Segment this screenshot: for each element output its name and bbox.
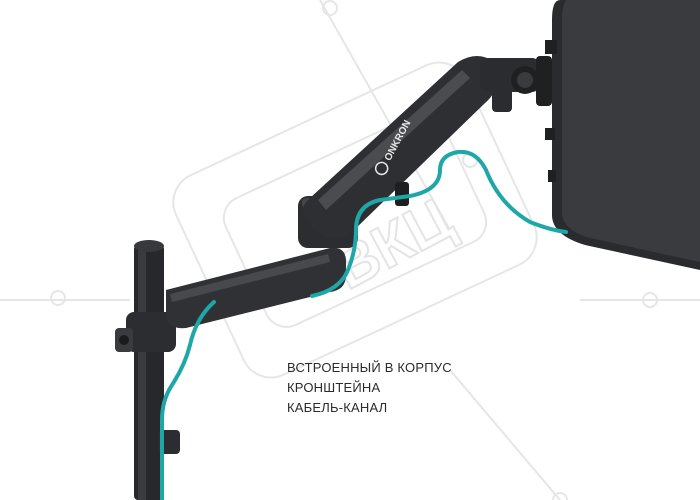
gas-spring-arm (302, 56, 498, 240)
monitor (545, 0, 700, 270)
caption-line-1: ВСТРОЕННЫЙ В КОРПУС (287, 360, 452, 375)
caption-line-3: КАБЕЛЬ-КАНАЛ (287, 400, 388, 415)
vesa-head (480, 56, 552, 112)
pole (134, 240, 164, 500)
caption-line-2: КРОНШТЕЙНА (287, 380, 381, 395)
caption: ВСТРОЕННЫЙ В КОРПУС КРОНШТЕЙНА КАБЕЛЬ-КА… (287, 358, 487, 418)
cable (160, 149, 568, 500)
lower-arm (166, 247, 346, 329)
pole-collar (115, 312, 176, 352)
